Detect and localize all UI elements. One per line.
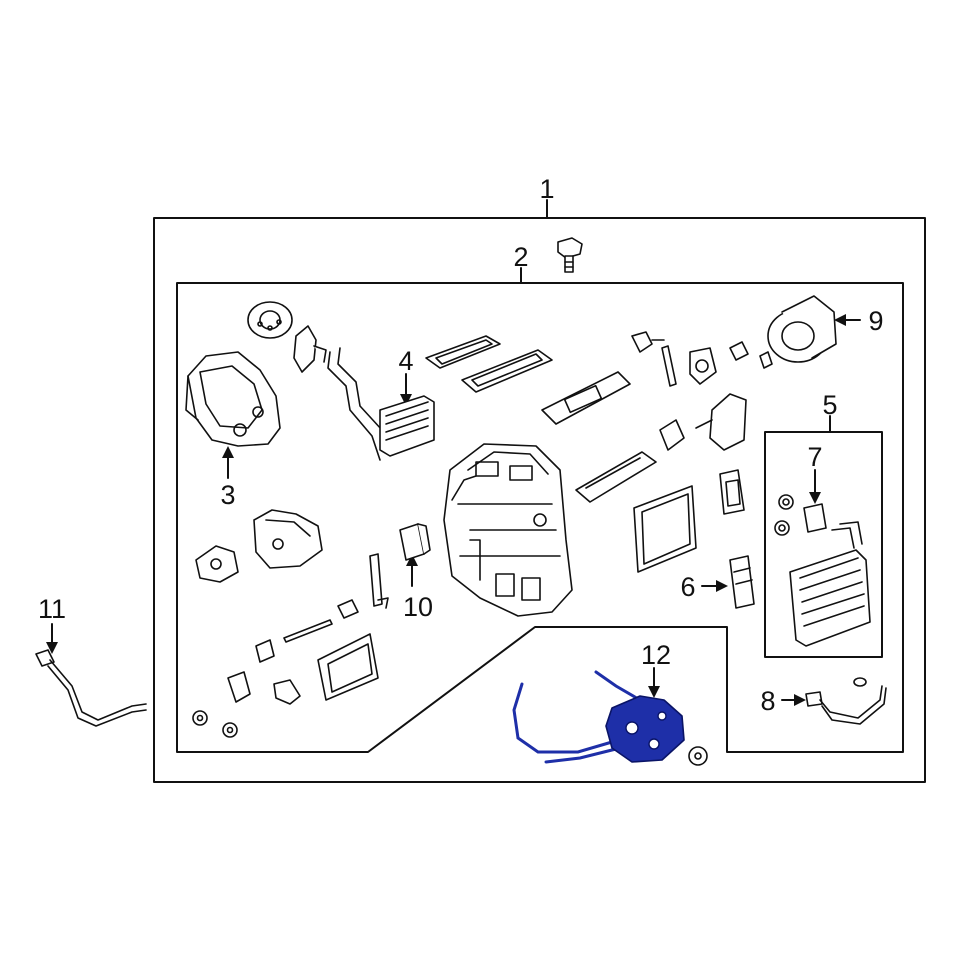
connector-part-6 <box>729 555 755 609</box>
callout-9: 9 <box>868 306 883 336</box>
small-parts-right <box>631 331 749 515</box>
bolt-near-12 <box>688 746 708 766</box>
rod-bolts-left <box>255 599 359 663</box>
callout-1: 1 <box>539 174 554 204</box>
callout-12: 12 <box>641 640 671 670</box>
pipe-part-11 <box>35 649 147 727</box>
blower-housing-part-3 <box>185 351 281 447</box>
callout-5: 5 <box>822 390 837 420</box>
callout-3: 3 <box>220 480 235 510</box>
pipe-part-8 <box>805 677 887 725</box>
bolt-part <box>557 237 583 273</box>
motor-part <box>247 301 293 339</box>
callout-10: 10 <box>403 592 433 622</box>
doors <box>541 371 657 503</box>
heater-core-part-4 <box>327 347 435 461</box>
actuator-part-12-highlight <box>512 670 685 764</box>
actuators-left <box>195 509 323 583</box>
leader-lines <box>46 199 861 706</box>
callout-11: 11 <box>38 594 66 624</box>
assembly-frame-2 <box>176 282 904 753</box>
assembly-frame-1 <box>153 217 926 783</box>
evaporator <box>789 521 871 647</box>
blower-motor-part-9 <box>759 295 837 369</box>
seal-frames <box>425 335 553 393</box>
callout-7: 7 <box>807 442 822 472</box>
callout-6: 6 <box>680 572 695 602</box>
callout-labels: 1 2 3 4 5 6 7 8 9 10 11 12 <box>38 174 884 716</box>
assembly-frame-5 <box>764 431 883 658</box>
small-parts-bottom-left <box>192 671 301 738</box>
clip-part-10 <box>399 523 431 561</box>
actuator-small-part <box>293 325 327 373</box>
cabin-filter <box>633 485 697 573</box>
callout-4: 4 <box>398 346 413 376</box>
hvac-case <box>443 443 573 617</box>
expansion-valve-part-7 <box>774 494 827 536</box>
door-panel <box>317 633 379 701</box>
callout-8: 8 <box>760 686 775 716</box>
callout-2: 2 <box>513 242 528 272</box>
tall-clip <box>369 553 389 609</box>
